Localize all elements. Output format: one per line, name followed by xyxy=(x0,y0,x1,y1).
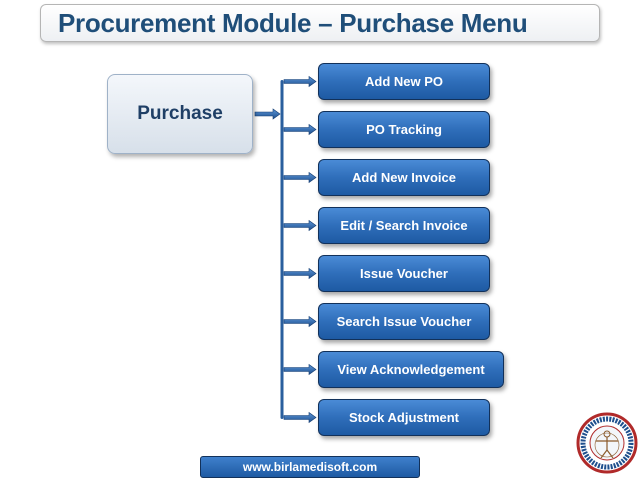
po-tracking-button[interactable]: PO Tracking xyxy=(318,111,490,148)
stock-adjustment-label: Stock Adjustment xyxy=(348,410,460,425)
page-title: Procurement Module – Purchase Menu xyxy=(58,8,528,38)
purchase-root-label: Purchase xyxy=(137,103,223,124)
website-url: www.birlamedisoft.com xyxy=(242,460,378,474)
stock-adjustment-button[interactable]: Stock Adjustment xyxy=(318,399,490,436)
website-link[interactable]: www.birlamedisoft.com xyxy=(200,456,420,478)
add-new-po-label: Add New PO xyxy=(364,74,443,89)
edit-search-invoice-button[interactable]: Edit / Search Invoice xyxy=(318,207,490,244)
edit-search-invoice-label: Edit / Search Invoice xyxy=(340,218,468,233)
add-new-invoice-button[interactable]: Add New Invoice xyxy=(318,159,490,196)
view-acknowledgement-label: View Acknowledgement xyxy=(337,362,485,377)
issue-voucher-button[interactable]: Issue Voucher xyxy=(318,255,490,292)
branch-arrow-3 xyxy=(283,171,317,184)
branch-arrow-8 xyxy=(283,411,317,424)
view-acknowledgement-button[interactable]: View Acknowledgement xyxy=(318,351,504,388)
company-seal-logo xyxy=(576,412,638,474)
branch-arrow-7 xyxy=(283,363,317,376)
add-new-invoice-label: Add New Invoice xyxy=(351,170,457,185)
po-tracking-label: PO Tracking xyxy=(366,122,442,137)
issue-voucher-label: Issue Voucher xyxy=(360,266,448,281)
add-new-po-button[interactable]: Add New PO xyxy=(318,63,490,100)
search-issue-voucher-label: Search Issue Voucher xyxy=(336,314,472,329)
root-arrow xyxy=(254,108,281,120)
branch-arrow-4 xyxy=(283,219,317,232)
branch-arrow-6 xyxy=(283,315,317,328)
branch-arrow-1 xyxy=(283,75,317,88)
purchase-root-box: Purchase xyxy=(107,74,253,154)
branch-arrow-5 xyxy=(283,267,317,280)
title-banner xyxy=(40,4,600,42)
branch-arrow-2 xyxy=(283,123,317,136)
search-issue-voucher-button[interactable]: Search Issue Voucher xyxy=(318,303,490,340)
